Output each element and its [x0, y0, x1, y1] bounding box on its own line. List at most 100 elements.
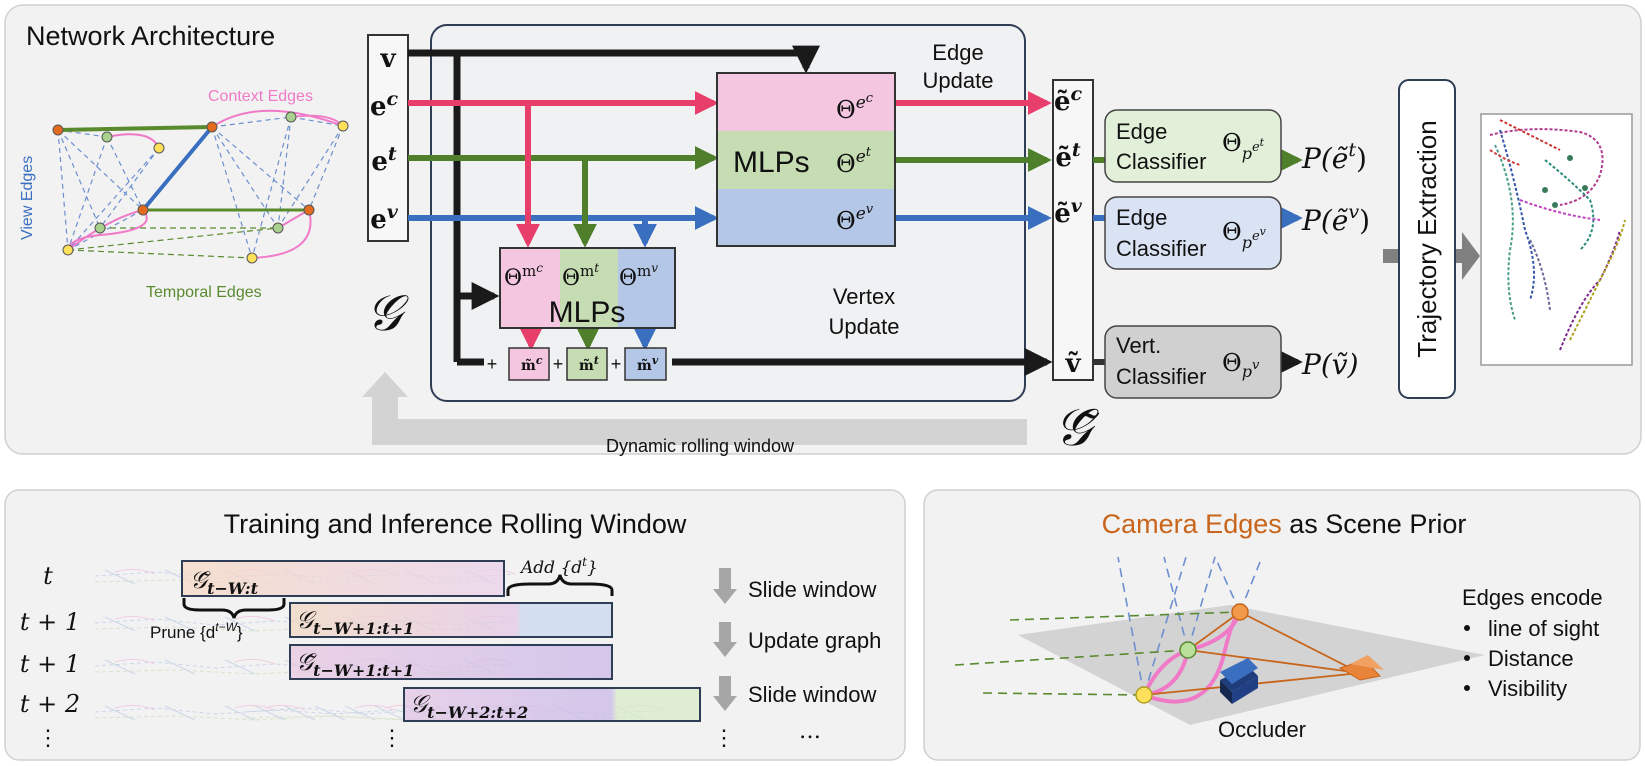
- output-v: ṽ: [1064, 349, 1081, 379]
- prune-brace: [182, 598, 286, 619]
- add-brace: [506, 574, 614, 596]
- edge-classifier-v-line1: Edge: [1116, 205, 1167, 230]
- message-mv-sup: v: [652, 354, 659, 367]
- trajectory-extraction-label: Trajectory Extraction: [1412, 120, 1442, 357]
- window-4-sub: t−W+2:t+2: [427, 703, 528, 722]
- theta-mv-sup: m: [637, 262, 651, 280]
- input-et: e: [371, 147, 388, 177]
- window-3-graph: 𝒢̃: [296, 648, 317, 676]
- theta-pev: Θ: [1222, 218, 1242, 246]
- action-arrows: [713, 568, 737, 711]
- theta-mc: Θ: [504, 266, 522, 291]
- theta-pv-sub-sup: v: [1252, 358, 1260, 373]
- svg-text:ec: ec: [370, 88, 399, 122]
- edge-mlps-label: MLPs: [733, 146, 810, 179]
- row-dots-1: ⋮: [37, 726, 59, 751]
- add-label-close: }: [587, 558, 598, 578]
- svg-text:Θev: Θev: [836, 202, 874, 235]
- input-features-box: [367, 34, 409, 242]
- edge-classifier-temporal: Edge Classifier Θpet: [1104, 109, 1282, 183]
- message-mv: m̃: [637, 357, 652, 374]
- svg-text:Θmc: Θmc: [504, 261, 543, 291]
- svg-text:Θmt: Θmt: [562, 261, 599, 291]
- output-ev: ẽ: [1054, 199, 1071, 229]
- svg-text:Θpv: Θpv: [1222, 349, 1260, 381]
- window-1-sub: t−W:t: [207, 579, 259, 598]
- svg-text:ẽv: ẽv: [1054, 195, 1083, 229]
- svg-text:P(ẽv): P(ẽv): [1301, 201, 1370, 237]
- input-ev: e: [370, 205, 387, 235]
- row-dots-3: ⋮: [713, 726, 735, 751]
- input-ev-sup: v: [387, 201, 399, 223]
- theta-mc-sup: m: [522, 262, 536, 280]
- svg-text:Add {dt}: Add {dt}: [519, 555, 598, 578]
- vertex-update-label-2: Update: [829, 314, 900, 339]
- theta-pet: Θ: [1222, 129, 1242, 157]
- output-et: ẽ: [1055, 143, 1072, 173]
- message-mc: m̃: [521, 357, 536, 374]
- row-t-label-4: t + 2: [20, 690, 80, 718]
- prob-ev: P(ẽ: [1301, 204, 1349, 237]
- prune-label-sup: t−W: [215, 620, 238, 634]
- action-slide-window-2: Slide window: [748, 682, 877, 707]
- theta-mt-sup: m: [580, 262, 594, 280]
- vertex-classifier: Vert. Classifier Θpv: [1104, 325, 1282, 399]
- window-3-sub: t−W+1:t+1: [313, 661, 414, 680]
- network-architecture-title: Network Architecture: [26, 21, 275, 51]
- svg-text:𝒢t−W+1:t+1: 𝒢t−W+1:t+1: [296, 606, 414, 638]
- row-t-label-2: t + 1: [20, 608, 80, 636]
- svg-text:Θet: Θet: [836, 145, 872, 178]
- plus-2: +: [553, 354, 564, 374]
- svg-text:Prune {dt−W}: Prune {dt−W}: [150, 620, 243, 642]
- theta-mc-sup2: c: [536, 261, 543, 275]
- camera-edges-title-highlight: Camera Edges: [1102, 509, 1282, 539]
- bullet-distance: Distance: [1488, 646, 1574, 671]
- vertex-mlps-label: MLPs: [549, 296, 626, 329]
- svg-text:ẽt: ẽt: [1055, 139, 1081, 173]
- theta-pev-sub-sup2: v: [1260, 225, 1267, 238]
- output-ec-sup: c: [1070, 83, 1082, 105]
- prob-et-close: ): [1356, 142, 1367, 175]
- svg-text:ẽc: ẽc: [1054, 83, 1083, 117]
- svg-text:Θpev: Θpev: [1222, 218, 1267, 252]
- plus-3: +: [611, 354, 622, 374]
- prob-ev-close: ): [1359, 204, 1370, 237]
- action-update-graph: Update graph: [748, 628, 881, 653]
- edges-encode-list: line of sight Distance Visibility: [1464, 616, 1599, 701]
- trajectory-extraction-box: [1398, 79, 1456, 399]
- window-row-2: 𝒢t−W+1:t+1: [289, 602, 613, 638]
- window-row-3: 𝒢̃t−W+1:t+1: [289, 644, 613, 680]
- output-et-sup: t: [1072, 139, 1081, 161]
- window-row-4: 𝒢t−W+2:t+2: [403, 687, 701, 722]
- edge-classifier-t-line2: Classifier: [1116, 149, 1206, 174]
- edge-classifier-view: Edge Classifier Θpev: [1104, 196, 1282, 270]
- input-et-sup: t: [388, 143, 397, 165]
- theta-ec-sup2: c: [866, 91, 874, 106]
- theta-mt-sup2: t: [594, 261, 599, 275]
- svg-text:Camera Edges as Scene Prior: Camera Edges as Scene Prior: [1102, 509, 1467, 539]
- edge-update-label-2: Update: [923, 68, 994, 93]
- row-t-label-3: t + 1: [20, 650, 80, 678]
- theta-mv-sup2: v: [651, 261, 658, 275]
- action-slide-window-1: Slide window: [748, 577, 877, 602]
- row-ellipsis: …: [799, 719, 821, 744]
- svg-text:et: et: [371, 143, 397, 177]
- output-features-box: [1052, 79, 1094, 381]
- plus-1: +: [487, 354, 498, 374]
- theta-pet-sub-sup2: t: [1260, 136, 1265, 149]
- theta-mt: Θ: [562, 266, 580, 291]
- svg-text:𝒢t−W+2:t+2: 𝒢t−W+2:t+2: [410, 690, 528, 722]
- camera-scene-illustration: [954, 556, 1485, 725]
- svg-text:𝒢̃t−W+1:t+1: 𝒢̃t−W+1:t+1: [296, 648, 414, 680]
- row-dots-2: ⋮: [381, 726, 403, 751]
- occluder-label: Occluder: [1218, 717, 1306, 742]
- input-graph-illustration: Context Edges View Edges Temporal Edges: [19, 88, 349, 301]
- message-mc-sup: c: [536, 354, 543, 367]
- svg-text:𝒢̃t−W:t: 𝒢̃t−W:t: [190, 566, 259, 598]
- trajectory-result-thumbnail: [1480, 113, 1633, 366]
- edges-encode-label: Edges encode: [1462, 585, 1603, 610]
- window-1-graph: 𝒢̃: [190, 566, 211, 594]
- temporal-edges-label: Temporal Edges: [146, 284, 262, 301]
- row-t-label-1: t: [43, 562, 53, 590]
